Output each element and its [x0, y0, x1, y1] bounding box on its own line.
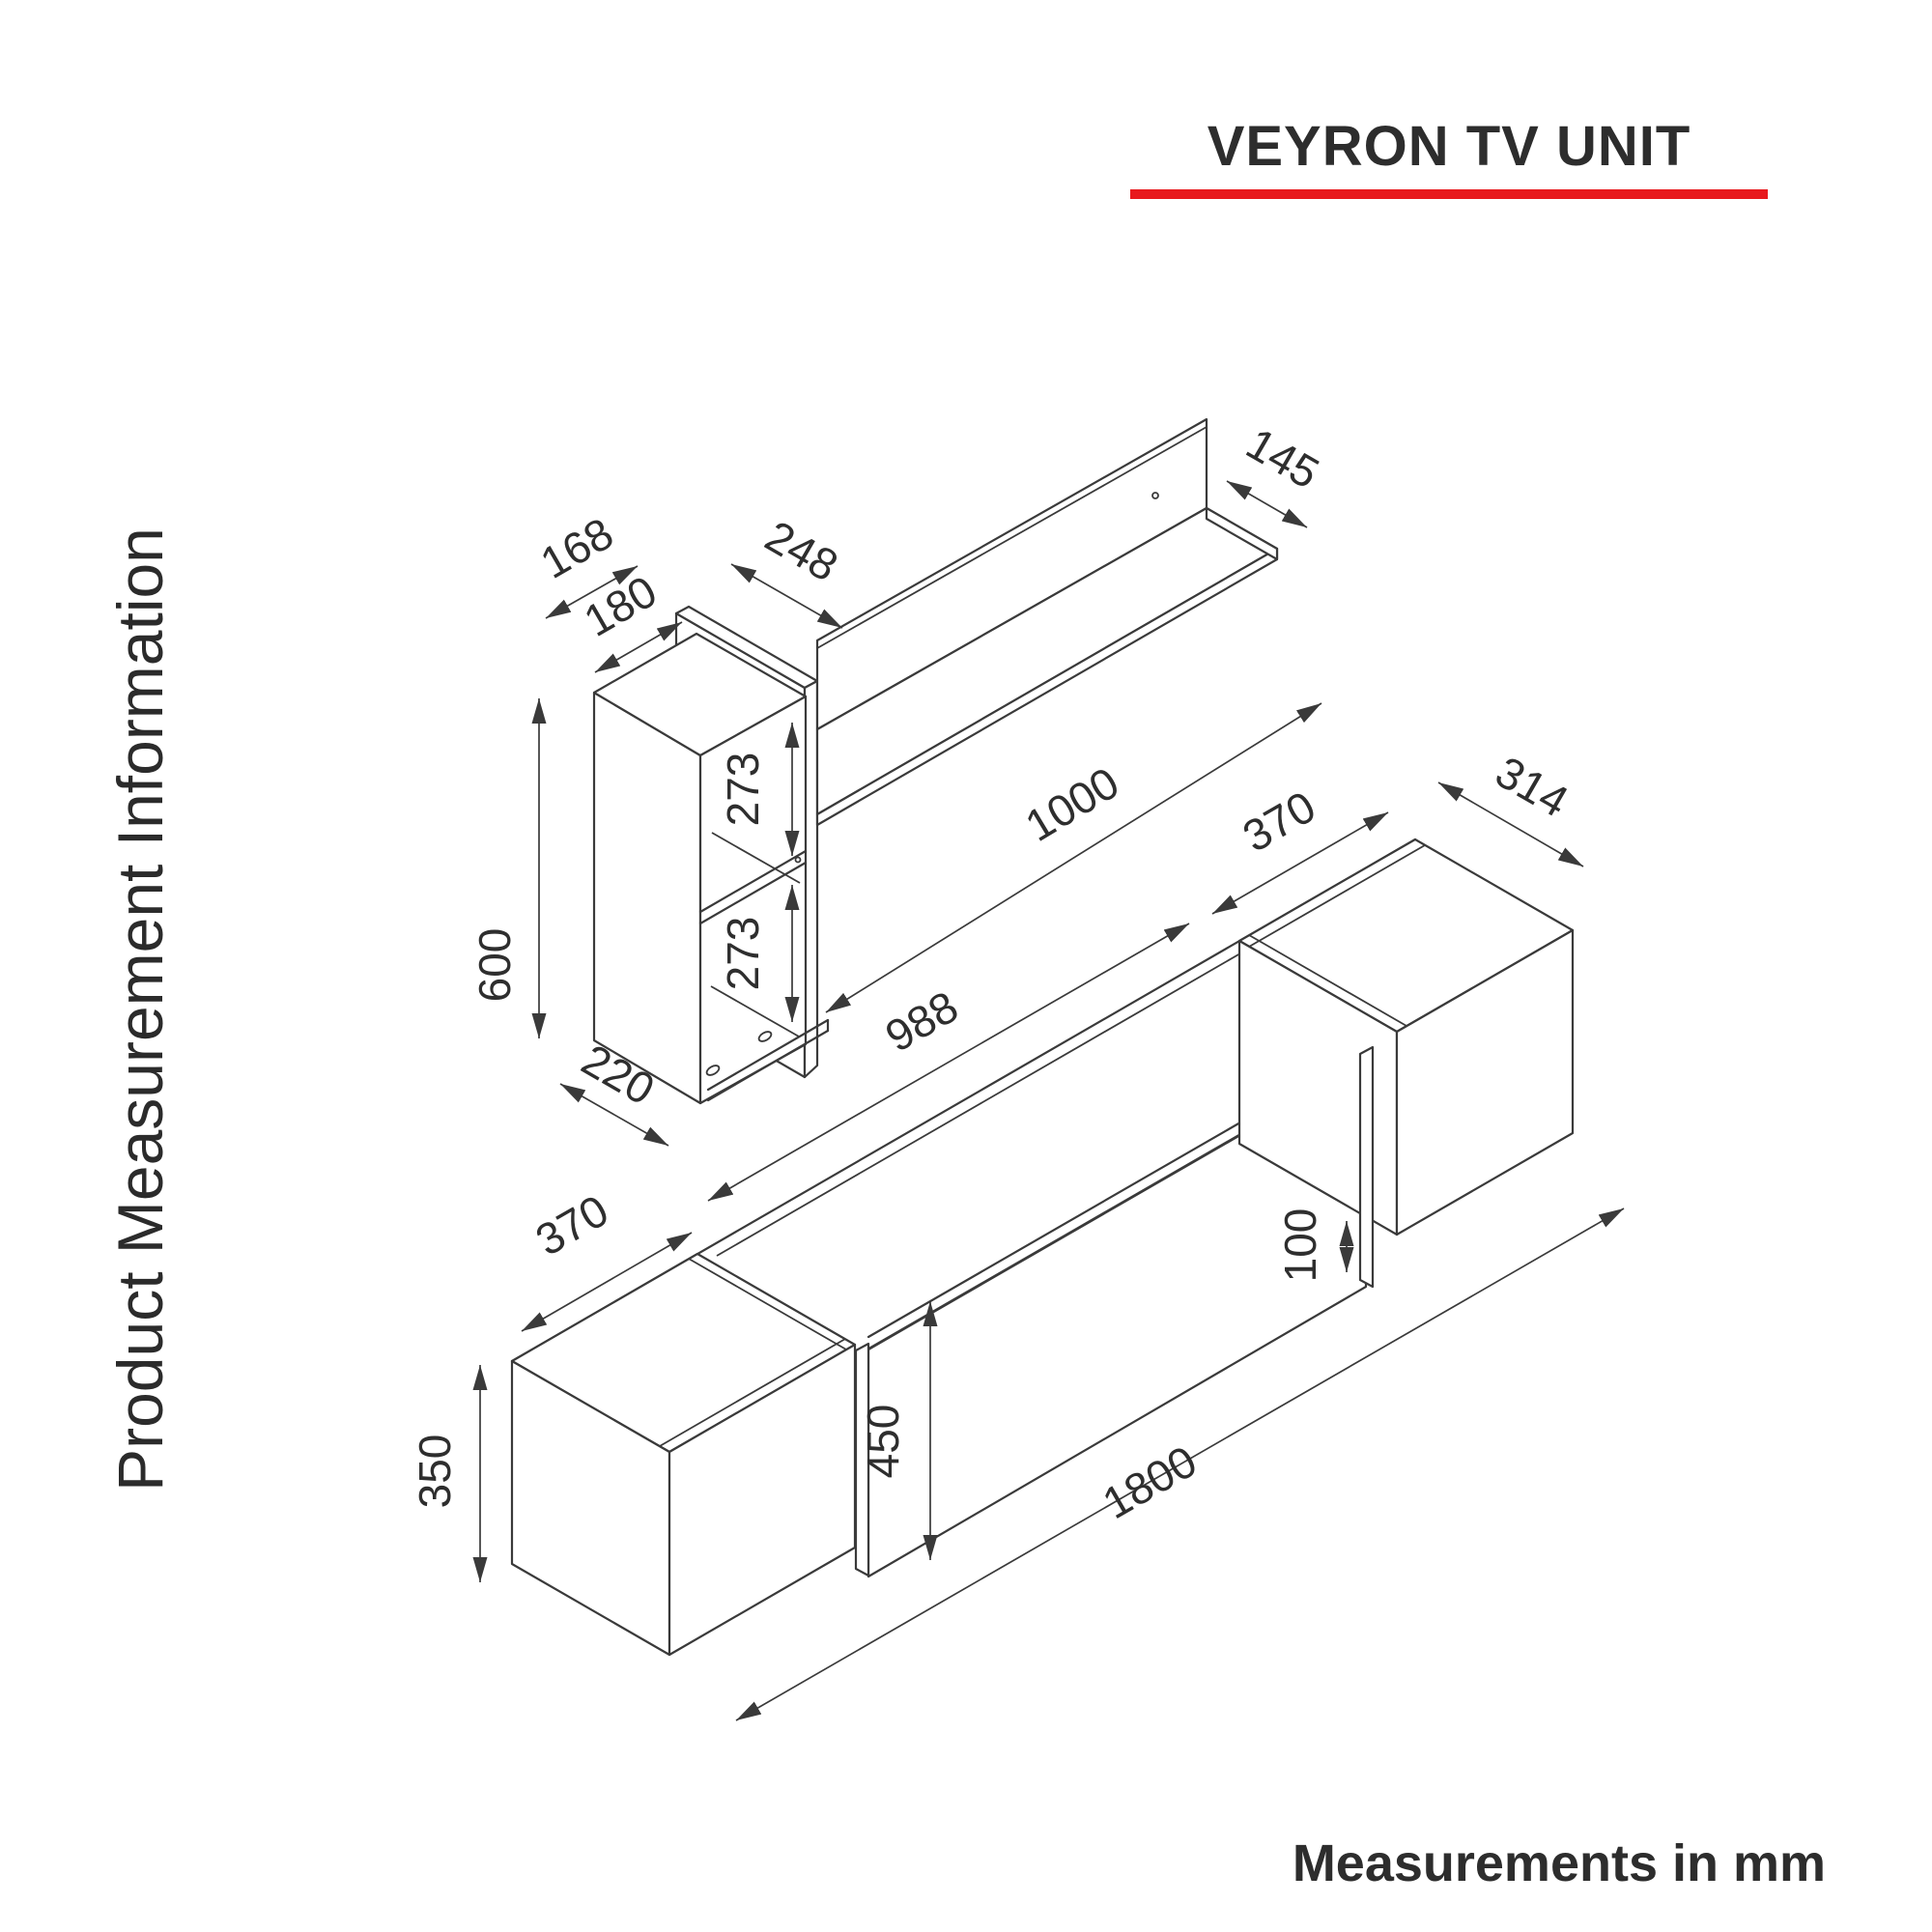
- dim-label-988: 988: [877, 980, 966, 1061]
- screw-hole-dot: [1151, 492, 1159, 499]
- dim-arrow-145: [1226, 480, 1308, 528]
- dim-arrow-168: [545, 565, 639, 619]
- dim-label-370: 370: [1235, 781, 1323, 861]
- dim-arrow-988: [707, 923, 1190, 1202]
- dim-label-168: 168: [532, 507, 621, 587]
- dim-label-1000: 1000: [1017, 757, 1128, 851]
- footer-note: Measurements in mm: [1292, 1834, 1826, 1892]
- dim-label-273: 273: [718, 917, 768, 991]
- dim-label-145: 145: [1238, 417, 1327, 497]
- cabinet-middle-shelf-bottom: [698, 861, 808, 925]
- dim-label-180: 180: [576, 565, 665, 645]
- bench-left-cabinet: [510, 1252, 857, 1657]
- screw-hole-dot: [794, 856, 802, 864]
- wall-shelf-plank-end: [1205, 506, 1279, 561]
- dim-arrow-1800: [735, 1208, 1625, 1721]
- dim-arrow-370r: [1211, 811, 1389, 915]
- dim-label-450: 450: [858, 1405, 908, 1479]
- dimension-arrows: [472, 480, 1625, 1721]
- dim-arrow-180: [594, 621, 683, 673]
- dim-arrow-220: [559, 1083, 669, 1147]
- dim-label-248: 248: [757, 510, 846, 590]
- cabinet-middle-shelf-top: [698, 849, 808, 914]
- bench-right-cabinet: [1237, 838, 1575, 1236]
- page-title: VEYRON TV UNIT: [1207, 115, 1691, 178]
- dim-label-314: 314: [1488, 746, 1577, 826]
- cabinet-interior-edge-upper: [711, 832, 801, 884]
- right-cabinet-right-face: [1395, 928, 1575, 1236]
- dim-arrow-370l: [521, 1232, 693, 1332]
- dim-label-1800: 1800: [1094, 1435, 1206, 1528]
- dim-arrow-248: [730, 563, 843, 629]
- wall-shelf-panel-thickness: [816, 426, 1208, 649]
- title-underline: [1130, 189, 1768, 199]
- dim-label-600: 600: [469, 928, 520, 1003]
- dim-label-370: 370: [527, 1184, 616, 1264]
- dim-label-350: 350: [410, 1435, 460, 1509]
- dim-label-100: 100: [1275, 1208, 1325, 1283]
- dim-arrow-314: [1437, 781, 1584, 867]
- right-divider-panel: [1358, 1045, 1375, 1289]
- wall-cabinet-group: [592, 632, 830, 1105]
- dim-label-273: 273: [718, 753, 768, 827]
